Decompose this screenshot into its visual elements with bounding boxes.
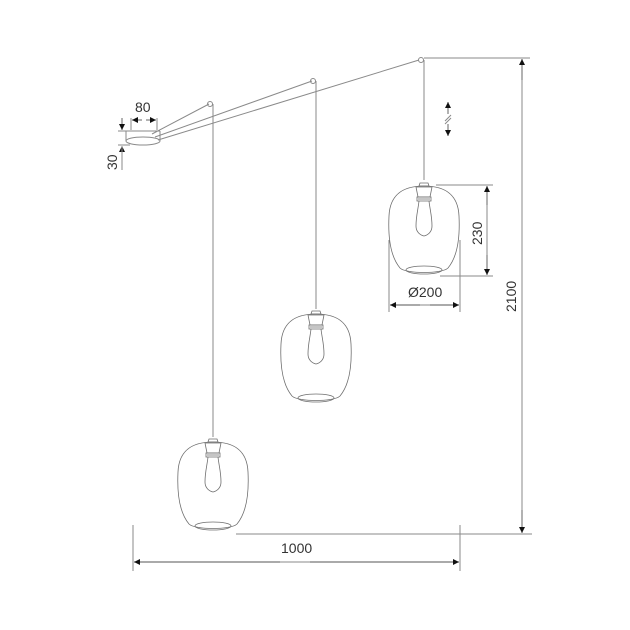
dimension-total-width: 1000 — [132, 525, 461, 571]
dimension-canopy-width: 80 — [130, 99, 158, 130]
pendant-left — [177, 438, 249, 531]
dim-total-width: 1000 — [281, 540, 312, 556]
dimension-total-height: 2100 — [236, 57, 532, 535]
dim-shade-height: 230 — [469, 221, 485, 245]
dim-canopy-height: 30 — [104, 154, 120, 170]
dimension-shade-height: 230 — [436, 184, 493, 277]
pendant-middle — [280, 310, 352, 403]
dimension-shade-diameter: Ø200 — [388, 240, 461, 312]
dim-canopy-width: 80 — [135, 99, 151, 115]
dimension-canopy-height: 30 — [104, 118, 130, 170]
dim-shade-diameter: Ø200 — [408, 284, 442, 300]
pendant-right — [388, 182, 460, 275]
dim-total-height: 2100 — [503, 281, 519, 312]
suspension-cables — [151, 57, 425, 437]
double-arrow-break-icon — [444, 102, 452, 136]
canopy — [125, 130, 161, 146]
